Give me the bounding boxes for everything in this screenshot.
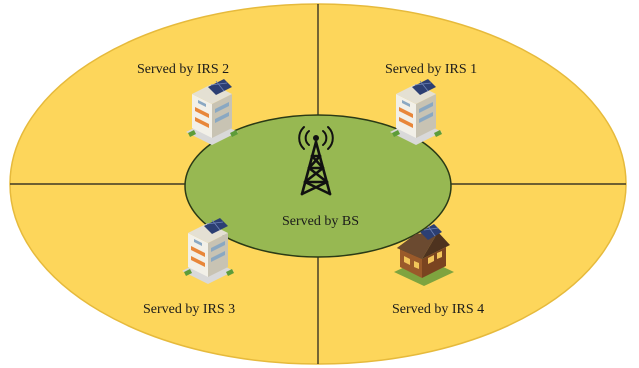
label-irs3: Served by IRS 3 [143, 302, 235, 317]
label-bs: Served by BS [282, 214, 359, 229]
label-irs1: Served by IRS 1 [385, 62, 477, 77]
cell-tower-icon [298, 126, 334, 196]
label-irs4: Served by IRS 4 [392, 302, 484, 317]
label-irs2: Served by IRS 2 [137, 62, 229, 77]
